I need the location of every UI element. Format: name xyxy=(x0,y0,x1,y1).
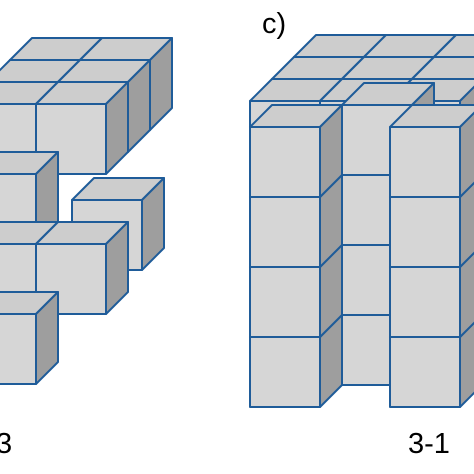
cube-front-face xyxy=(249,196,321,268)
left-caption: 3 xyxy=(0,428,13,460)
cube xyxy=(249,104,343,198)
cube-front-face xyxy=(249,126,321,198)
cube xyxy=(0,291,59,385)
panel-label-c: c) xyxy=(262,8,287,40)
left-cube-structure xyxy=(0,37,173,385)
right-caption: 3-1 xyxy=(408,428,450,460)
cube-front-face xyxy=(389,336,461,408)
cube-front-face xyxy=(389,196,461,268)
cube xyxy=(389,104,474,198)
cube-front-face xyxy=(389,126,461,198)
cube-front-face xyxy=(389,266,461,338)
cube-top-face xyxy=(433,34,474,58)
cube-front-face xyxy=(249,266,321,338)
cube-front-face xyxy=(249,336,321,408)
right-cube-structure-3-1 xyxy=(249,34,474,408)
cube-front-face xyxy=(0,313,37,385)
